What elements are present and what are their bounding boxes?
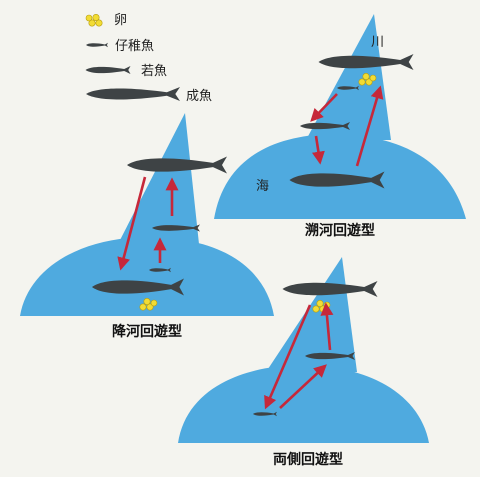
adult-fish-river bbox=[127, 156, 227, 174]
arrow-fry-to-juvenile bbox=[310, 93, 338, 122]
amphidromous-caption: 両側回遊型 bbox=[273, 451, 343, 468]
fry-fish-icon bbox=[86, 42, 108, 48]
egg-cluster-icon bbox=[139, 298, 158, 311]
river-label: 川 bbox=[371, 35, 384, 50]
arrow-sea-to-river bbox=[355, 85, 384, 167]
sea-area bbox=[20, 237, 274, 316]
legend-juvenile-label: 若魚 bbox=[141, 63, 167, 79]
egg-cluster-icon bbox=[85, 14, 103, 27]
adult-fish bbox=[282, 281, 378, 297]
arrow-river-to-sea bbox=[117, 176, 147, 271]
legend-fry-label: 仔稚魚 bbox=[115, 39, 154, 54]
adult-fish-icon bbox=[86, 87, 180, 101]
egg-cluster-icon bbox=[358, 73, 377, 86]
sea-area bbox=[178, 365, 429, 443]
arrow-egg-to-sea bbox=[264, 304, 312, 410]
arrow-juvenile-to-sea bbox=[311, 135, 325, 165]
juvenile-fish-icon bbox=[85, 66, 131, 74]
sea-label: 海 bbox=[256, 179, 269, 194]
anadromous-caption: 溯河回遊型 bbox=[305, 222, 375, 239]
catadromous-caption: 降河回遊型 bbox=[112, 323, 182, 340]
anadromous-diagram: 川 海 溯河回遊型 bbox=[214, 14, 466, 239]
legend: 卵 仔稚魚 若魚 成魚 bbox=[85, 13, 212, 104]
river-area bbox=[306, 14, 391, 140]
river-area bbox=[118, 113, 199, 244]
arrow-juvenile-to-adult bbox=[320, 302, 334, 351]
legend-egg-label: 卵 bbox=[114, 13, 127, 28]
legend-adult-label: 成魚 bbox=[186, 89, 212, 104]
adult-fish bbox=[318, 54, 414, 70]
amphidromous-diagram: 両側回遊型 bbox=[178, 257, 429, 468]
catadromous-diagram: 降河回遊型 bbox=[20, 113, 274, 340]
arrow-sea-to-juvenile bbox=[279, 364, 327, 409]
